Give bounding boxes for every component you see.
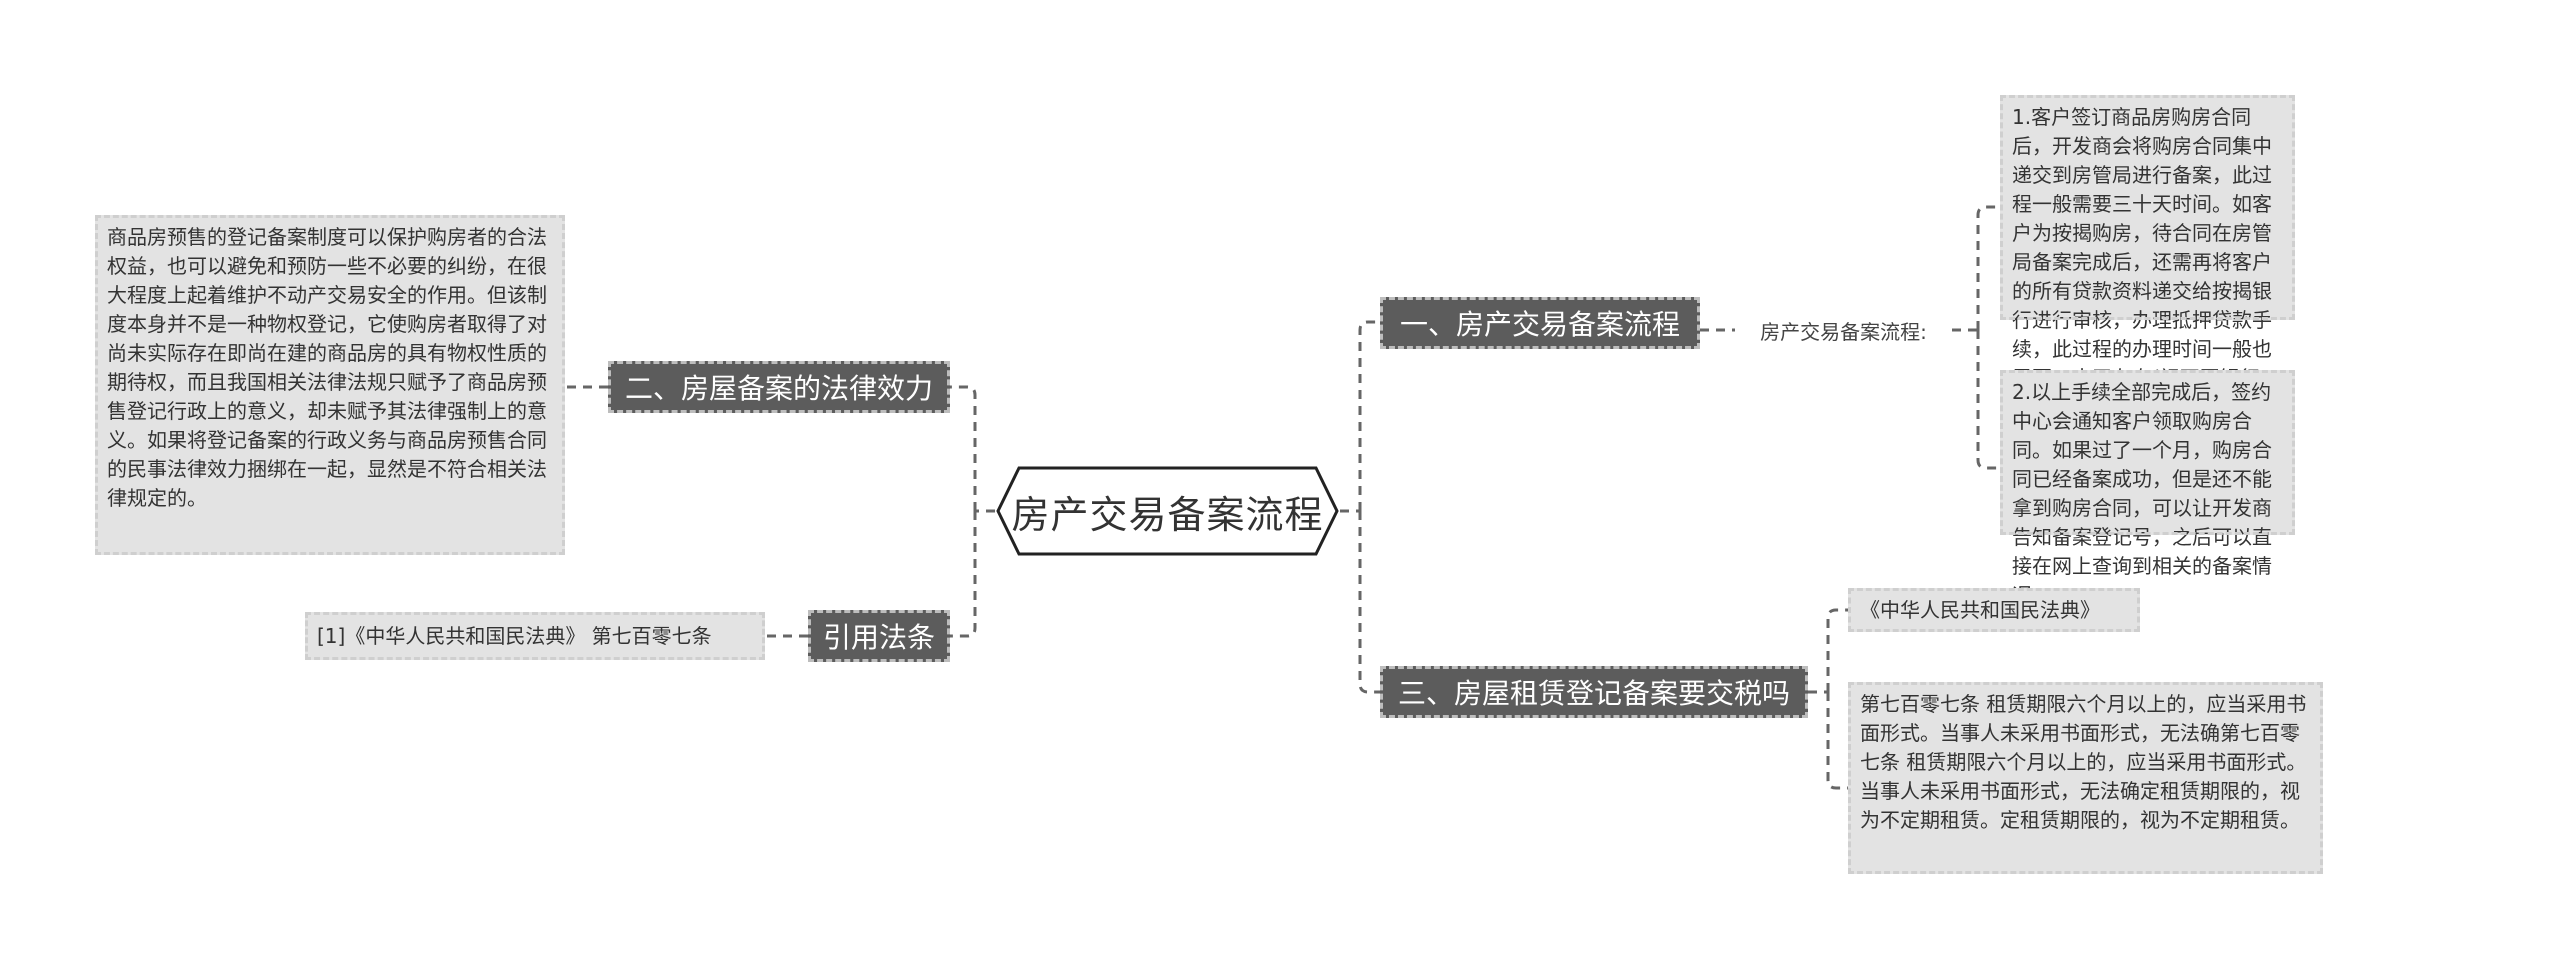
branch-cited-law[interactable]: 引用法条	[808, 610, 950, 662]
branch-label: 三、房屋租赁登记备案要交税吗	[1397, 677, 1790, 710]
sub-node-process-label[interactable]: 房产交易备案流程:	[1735, 310, 1952, 350]
branch-legal-effect[interactable]: 二、房屋备案的法律效力	[608, 361, 950, 413]
leaf-civil-code-title[interactable]: 《中华人民共和国民法典》	[1848, 588, 2140, 632]
leaf-cited-law-text[interactable]: [1]《中华人民共和国民法典》 第七百零七条	[305, 612, 765, 660]
sub-node-label: 房产交易备案流程:	[1760, 319, 1927, 344]
leaf-text: 商品房预售的登记备案制度可以保护购房者的合法权益，也可以避免和预防一些不必要的纠…	[107, 225, 547, 510]
leaf-text: 2.以上手续全部完成后，签约中心会通知客户领取购房合同。如果过了一个月，购房合同…	[2012, 380, 2272, 607]
leaf-text: 1.客户签订商品房购房合同后，开发商会将购房合同集中递交到房管局进行备案，此过程…	[2012, 105, 2280, 419]
leaf-text: 第七百零七条 租赁期限六个月以上的，应当采用书面形式。当事人未采用书面形式，无法…	[1860, 692, 2307, 832]
root-label: 房产交易备案流程	[1011, 492, 1324, 537]
link-sublabel-items	[1952, 205, 2000, 470]
link-root-left-branch1	[950, 385, 995, 513]
link-root-left-branch2	[950, 511, 977, 638]
branch-label: 一、房产交易备案流程	[1399, 308, 1680, 341]
link-root-right-branch1	[1340, 320, 1380, 513]
leaf-text: [1]《中华人民共和国民法典》 第七百零七条	[317, 623, 712, 648]
branch-transaction-filing-process[interactable]: 一、房产交易备案流程	[1380, 297, 1700, 349]
branch-label: 二、房屋备案的法律效力	[624, 372, 933, 405]
branch-label: 引用法条	[822, 621, 935, 654]
leaf-legal-effect-text[interactable]: 商品房预售的登记备案制度可以保护购房者的合法权益，也可以避免和预防一些不必要的纠…	[95, 215, 565, 555]
leaf-step-1[interactable]: 1.客户签订商品房购房合同后，开发商会将购房合同集中递交到房管局进行备案，此过程…	[2000, 95, 2295, 419]
link-root-right-branch2	[1358, 511, 1380, 694]
leaf-article-707[interactable]: 第七百零七条 租赁期限六个月以上的，应当采用书面形式。当事人未采用书面形式，无法…	[1848, 682, 2323, 874]
leaf-text: 《中华人民共和国民法典》	[1860, 597, 2100, 622]
hexagon-shape	[996, 466, 1339, 556]
leaf-step-2[interactable]: 2.以上手续全部完成后，签约中心会通知客户领取购房合同。如果过了一个月，购房合同…	[2000, 370, 2295, 607]
branch-rental-filing-tax[interactable]: 三、房屋租赁登记备案要交税吗	[1380, 666, 1808, 718]
link-branch2-items	[1808, 608, 1848, 790]
root-node[interactable]: 房产交易备案流程	[995, 465, 1340, 557]
